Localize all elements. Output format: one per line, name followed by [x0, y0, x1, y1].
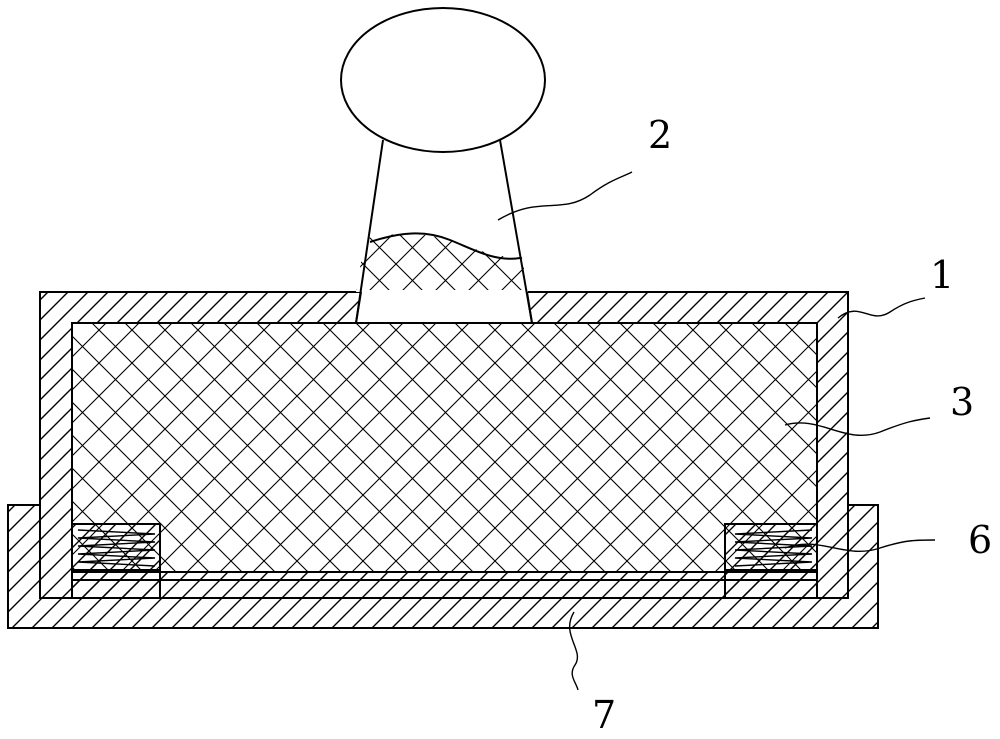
- spring-block-right: [724, 523, 818, 599]
- callout-7: 7: [592, 693, 616, 737]
- callout-6: 6: [968, 518, 992, 562]
- callout-2: 2: [648, 113, 672, 157]
- leader-lines: [497, 171, 936, 691]
- leader-6: [784, 539, 936, 553]
- leader-1: [837, 297, 926, 319]
- leader-3: [784, 417, 931, 437]
- handle-stem: [355, 139, 533, 324]
- spring-block-left: [71, 523, 161, 599]
- knob: [340, 7, 546, 153]
- filling-material: [71, 322, 818, 573]
- callout-3: 3: [950, 380, 974, 424]
- callout-labels: 2 1 3 6 7: [592, 113, 992, 737]
- leader-7: [568, 611, 579, 691]
- leader-2: [497, 171, 633, 221]
- callout-1: 1: [930, 253, 954, 297]
